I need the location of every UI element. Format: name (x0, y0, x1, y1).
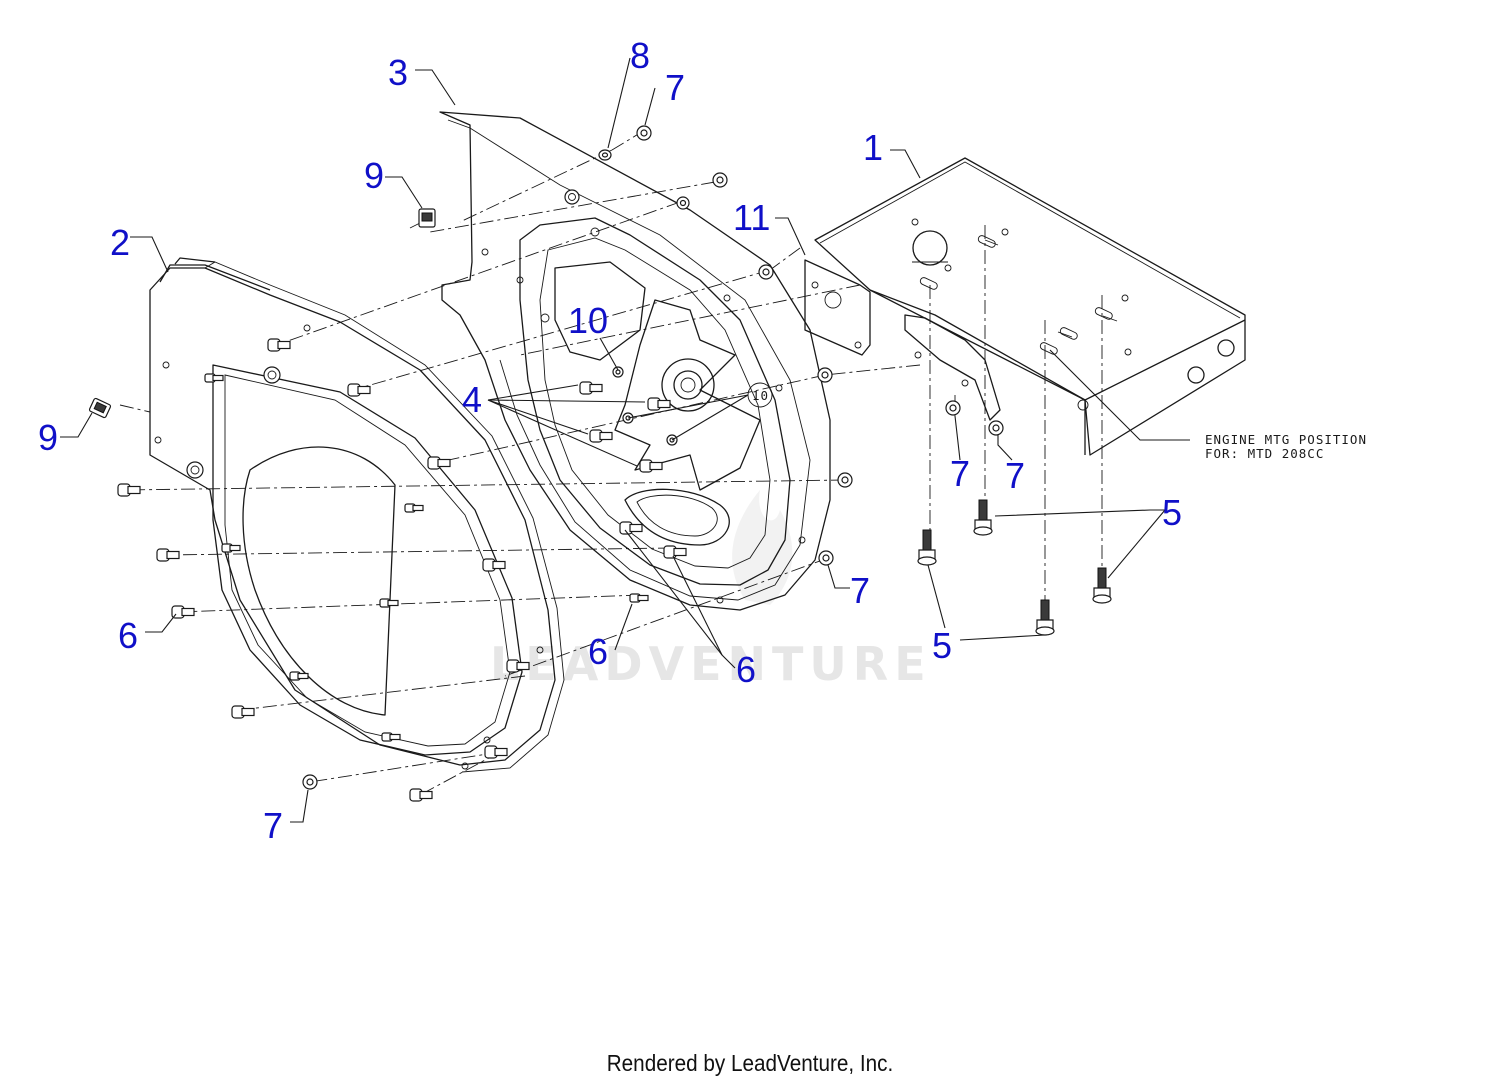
mount-gasket-plate (804, 259, 871, 356)
front-housing (149, 257, 565, 773)
hub-label-text: 10 (752, 388, 769, 403)
callout-6b: 6 (588, 631, 608, 672)
callout-5b: 5 (932, 625, 952, 666)
callout-3: 3 (388, 52, 408, 93)
callout-7e: 7 (263, 805, 283, 846)
callout-11: 11 (733, 197, 770, 238)
render-credit: Rendered by LeadVenture, Inc. (606, 1050, 894, 1076)
callout-9a: 9 (364, 155, 384, 196)
hex-flange-bolts (917, 499, 1112, 636)
callout-9b: 9 (38, 417, 58, 458)
watermark-text: LEADVENTURE (490, 637, 932, 691)
rear-housing-plate (439, 111, 831, 611)
callout-4: 4 (462, 379, 482, 420)
callout-6a: 6 (118, 615, 138, 656)
flange-nuts (302, 125, 1004, 790)
callout-7b: 7 (950, 453, 970, 494)
callout-8: 8 (630, 35, 650, 76)
engine-mount-note: ENGINE MTG POSITION FOR: MTD 208CC (1205, 432, 1367, 461)
washer (598, 149, 612, 161)
speed-clips (88, 208, 436, 419)
callout-6c: 6 (736, 649, 756, 690)
note-line-2: FOR: MTD 208CC (1205, 446, 1324, 461)
watermark-flame-icon (732, 490, 793, 605)
callout-7d: 7 (850, 570, 870, 611)
callout-2: 2 (110, 222, 130, 263)
callout-7c: 7 (1005, 455, 1025, 496)
callout-numbers: 1 2 3 4 5 5 6 6 6 7 7 7 7 7 8 9 9 10 11 (38, 35, 1182, 846)
engine-mount-bracket (814, 157, 1246, 456)
callout-leaders (60, 57, 1190, 823)
callout-7a: 7 (665, 67, 685, 108)
assembly-center-lines (119, 129, 1103, 796)
note-line-1: ENGINE MTG POSITION (1205, 432, 1367, 447)
callout-10: 10 (568, 300, 608, 341)
callout-5a: 5 (1162, 492, 1182, 533)
carriage-bolts (117, 338, 687, 802)
callout-1: 1 (863, 127, 883, 168)
hub-label-badge: 10 (747, 382, 773, 408)
